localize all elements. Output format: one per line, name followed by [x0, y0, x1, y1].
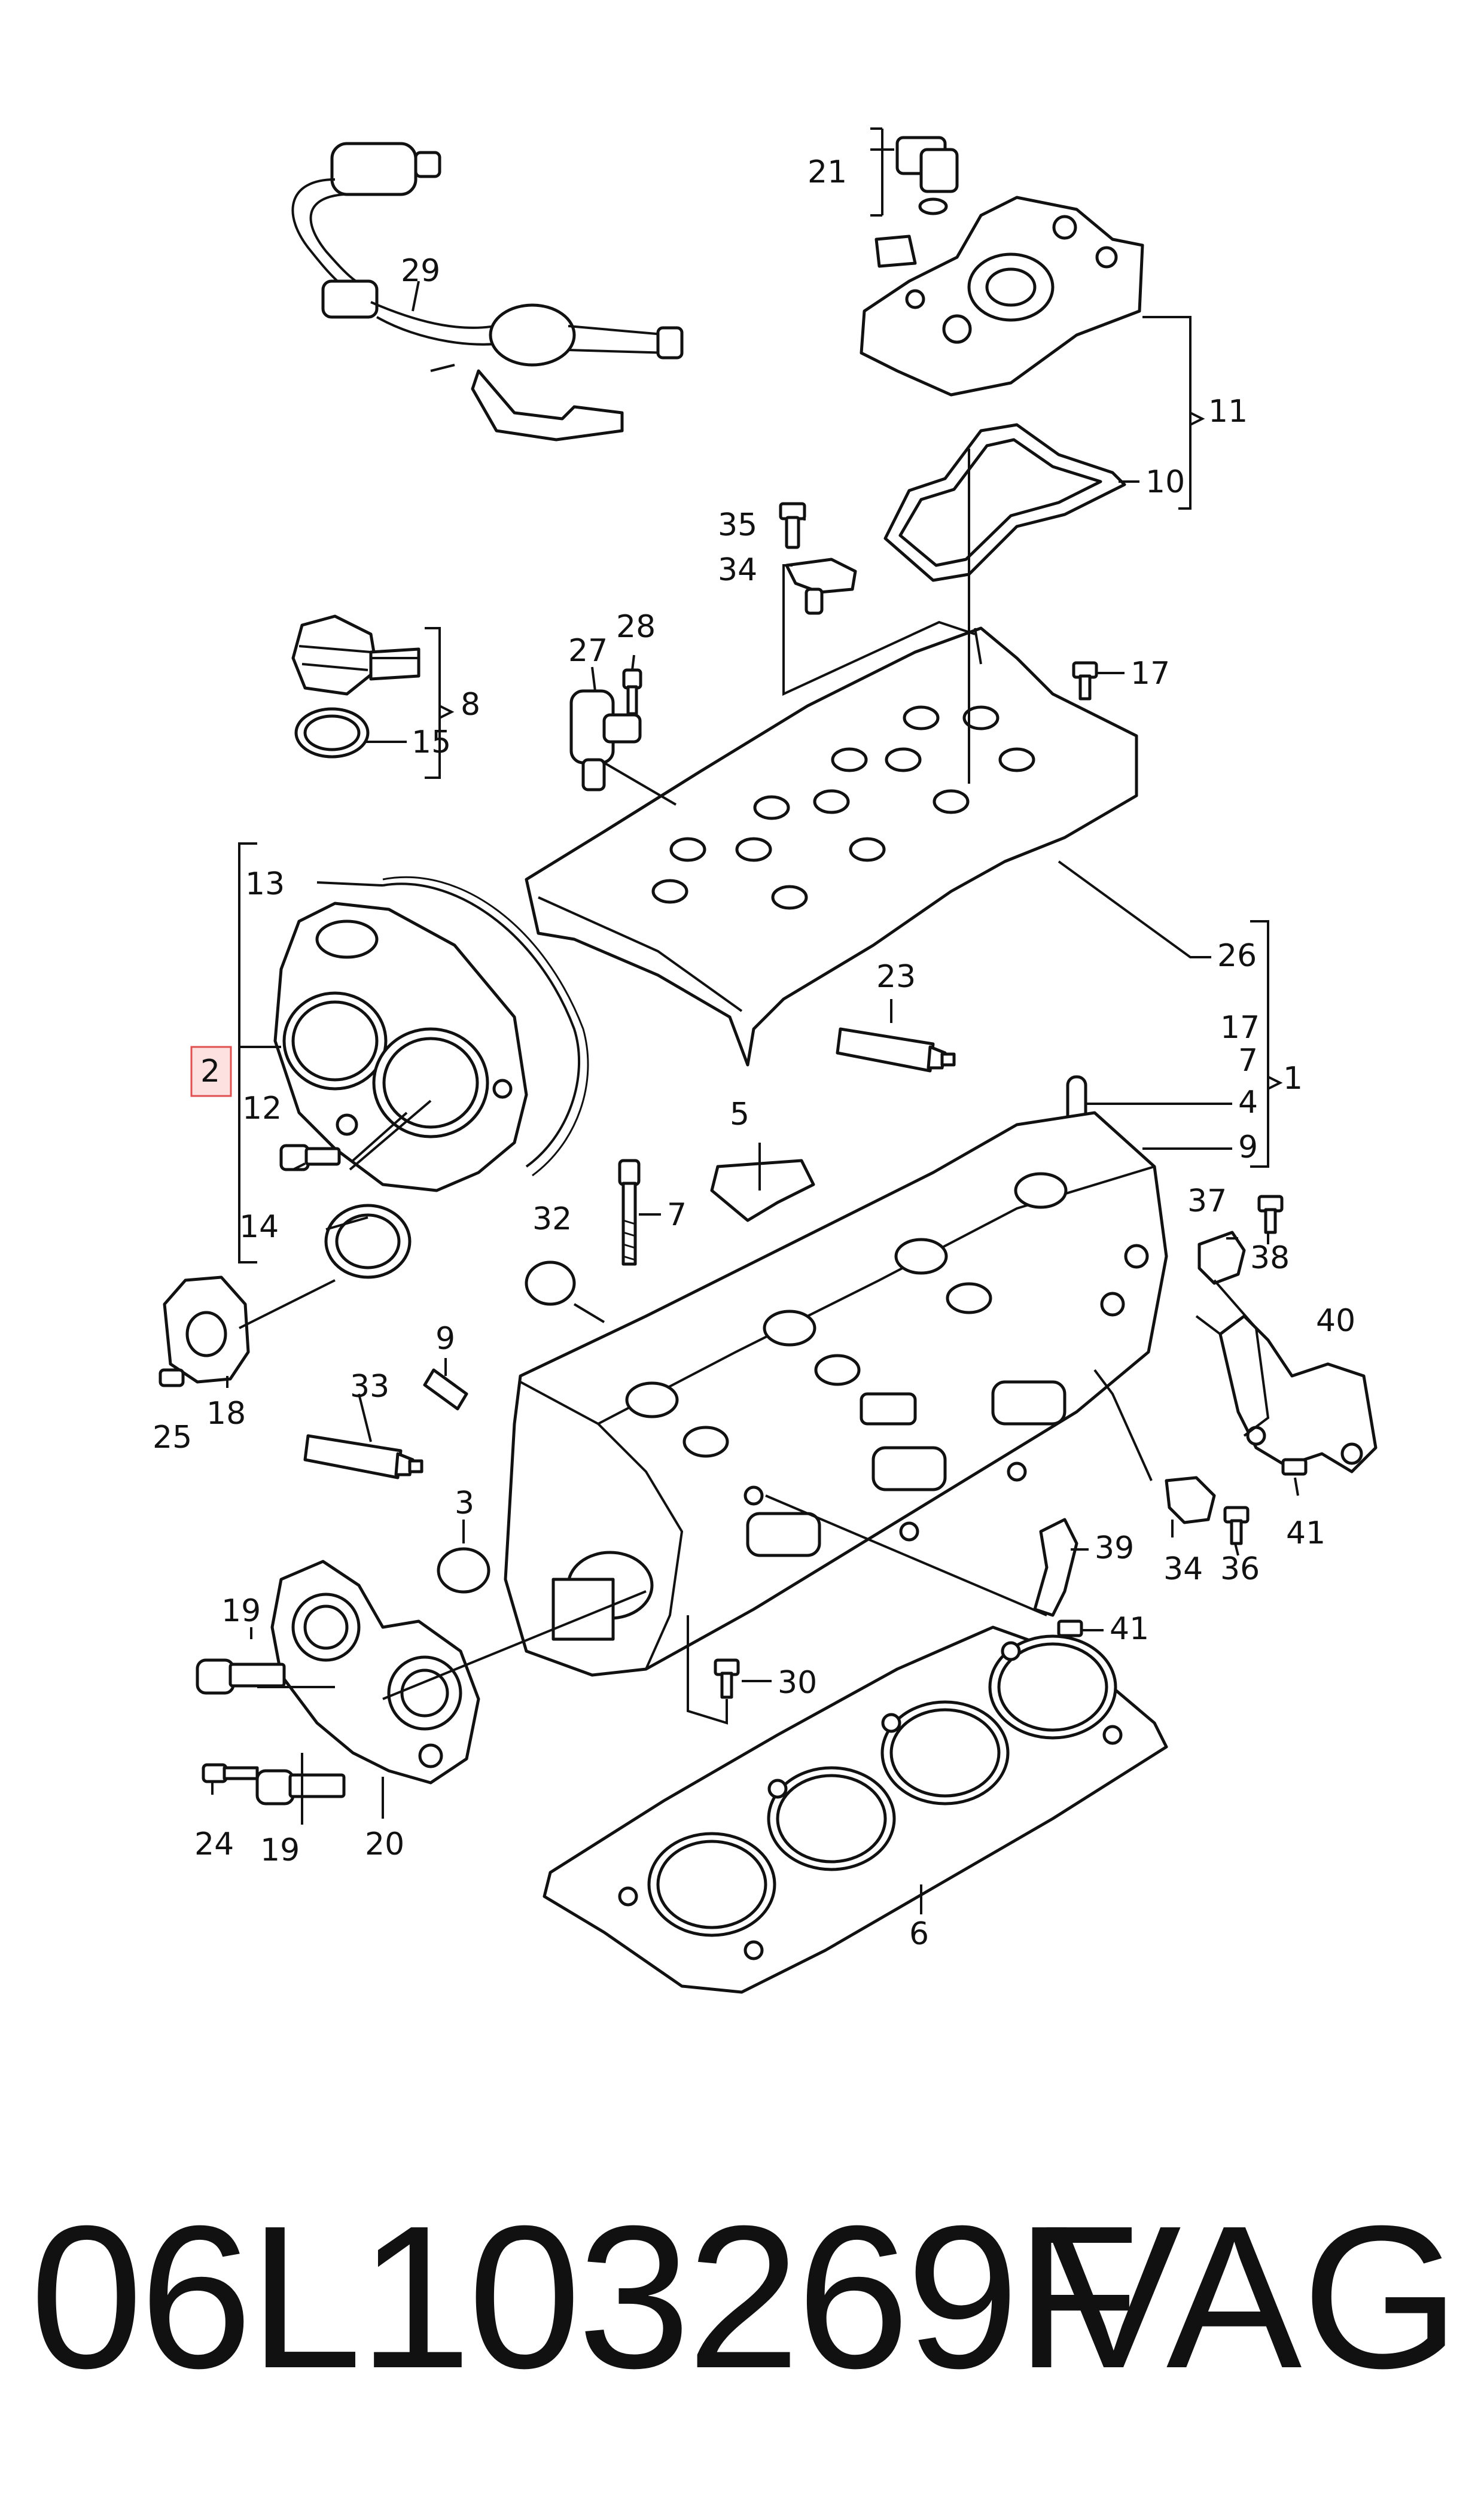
- callout-label: 26: [1217, 938, 1257, 974]
- oil-separator-part: [860, 196, 1144, 397]
- sensor-37-part: [1197, 1195, 1284, 1285]
- cam-sensor-lower-part: [1165, 1476, 1250, 1545]
- plug-32-part: [525, 1260, 576, 1306]
- control-valve-part: [569, 668, 642, 791]
- callout-label: 29: [401, 253, 440, 289]
- head-gasket-6-part: [543, 1625, 1168, 1994]
- part-number: 06L103269F: [30, 2184, 1140, 2411]
- callout-label: 32: [532, 1201, 572, 1237]
- callout-label: 39: [1095, 1530, 1134, 1566]
- callout-label: 18: [206, 1396, 246, 1432]
- callout-label: 36: [1220, 1551, 1260, 1587]
- flange-18-part: [159, 1275, 250, 1387]
- callout-label: 41: [1286, 1515, 1325, 1551]
- callout-label: 40: [1316, 1303, 1355, 1339]
- bolt-17-part: [1072, 661, 1098, 701]
- pressure-sensor-part: [895, 136, 959, 215]
- brand-name: VAG: [1046, 2184, 1460, 2411]
- callout-label: 8: [461, 687, 480, 723]
- leader-lines: [211, 127, 1299, 1914]
- callout-label: 38: [1250, 1240, 1290, 1276]
- cylinder-head-part: [504, 1111, 1168, 1677]
- callout-label: 17: [1130, 656, 1170, 692]
- callout-label: 9: [1238, 1129, 1258, 1165]
- callout-label: 37: [1187, 1183, 1227, 1219]
- callout-label: 41: [1110, 1611, 1149, 1647]
- callout-label: 15: [412, 724, 451, 760]
- callout-label: 34: [1163, 1551, 1203, 1587]
- cam-housing-part: [525, 626, 1138, 1067]
- cam-sensor-upper-part: [779, 502, 857, 615]
- bracket-39-part: [1033, 1518, 1083, 1637]
- callout-label: 25: [153, 1420, 192, 1456]
- separator-gasket-part: [883, 423, 1126, 582]
- sealant-tube-33-part: [303, 1434, 423, 1479]
- head-bolt-7-part: [618, 1159, 641, 1266]
- callout-label: 1: [1283, 1061, 1303, 1097]
- callout-label: 4: [1238, 1085, 1258, 1121]
- bracket-5-part: [710, 1159, 815, 1222]
- callout-label: 19: [260, 1832, 300, 1868]
- callout-label: 23: [876, 959, 916, 995]
- callout-label: 28: [616, 609, 656, 645]
- callout-2-highlight: [190, 1046, 232, 1097]
- callout-label: 34: [718, 552, 757, 588]
- seal-ring-14-part: [324, 1204, 412, 1279]
- dowel-pin-9-part: [423, 1368, 468, 1411]
- callout-label: 35: [718, 507, 757, 543]
- callout-label: 7: [667, 1197, 687, 1233]
- callout-label: 12: [242, 1091, 282, 1126]
- exploded-parts-diagram: 1 2 3 4 5 6 7 7 8 9 9 10 11 12 13 14 15 …: [153, 127, 1378, 1994]
- callout-label: 33: [350, 1369, 389, 1405]
- timing-cover-part: [273, 876, 589, 1192]
- callout-label: 19: [221, 1593, 261, 1629]
- callout-label: 24: [194, 1826, 234, 1862]
- callout-label: 3: [455, 1485, 474, 1521]
- callout-label: 11: [1208, 394, 1248, 430]
- callout-label: 20: [365, 1826, 404, 1862]
- callout-label: 30: [778, 1665, 817, 1701]
- pump-bracket-20-part: [196, 1560, 480, 1805]
- oil-filler-cap-part: [291, 614, 420, 759]
- plug-3-part: [437, 1547, 490, 1594]
- bolt-30-part: [714, 1658, 740, 1699]
- callout-labels: 1 2 3 4 5 6 7 7 8 9 9 10 11 12 13 14 15 …: [153, 154, 1355, 1952]
- bracket-40-part: [1218, 1314, 1378, 1476]
- callout-label: 13: [245, 866, 285, 902]
- callout-label: 14: [239, 1209, 279, 1245]
- breather-hose-part: [291, 142, 684, 442]
- callout-label: 9: [435, 1321, 455, 1357]
- callout-label: 6: [909, 1916, 929, 1952]
- footer: 06L103269F VAG: [0, 2178, 1484, 2429]
- sealant-tube-23-part: [836, 1027, 956, 1073]
- callout-label: 27: [568, 633, 608, 669]
- callout-label: 21: [807, 154, 847, 190]
- callout-label: 17: [1220, 1010, 1260, 1046]
- callout-label: 10: [1145, 464, 1185, 500]
- callout-label: 7: [1238, 1043, 1258, 1079]
- callout-label: 5: [730, 1097, 749, 1132]
- callout-label: 2: [200, 1054, 220, 1089]
- bolt-12-part: [279, 1144, 341, 1171]
